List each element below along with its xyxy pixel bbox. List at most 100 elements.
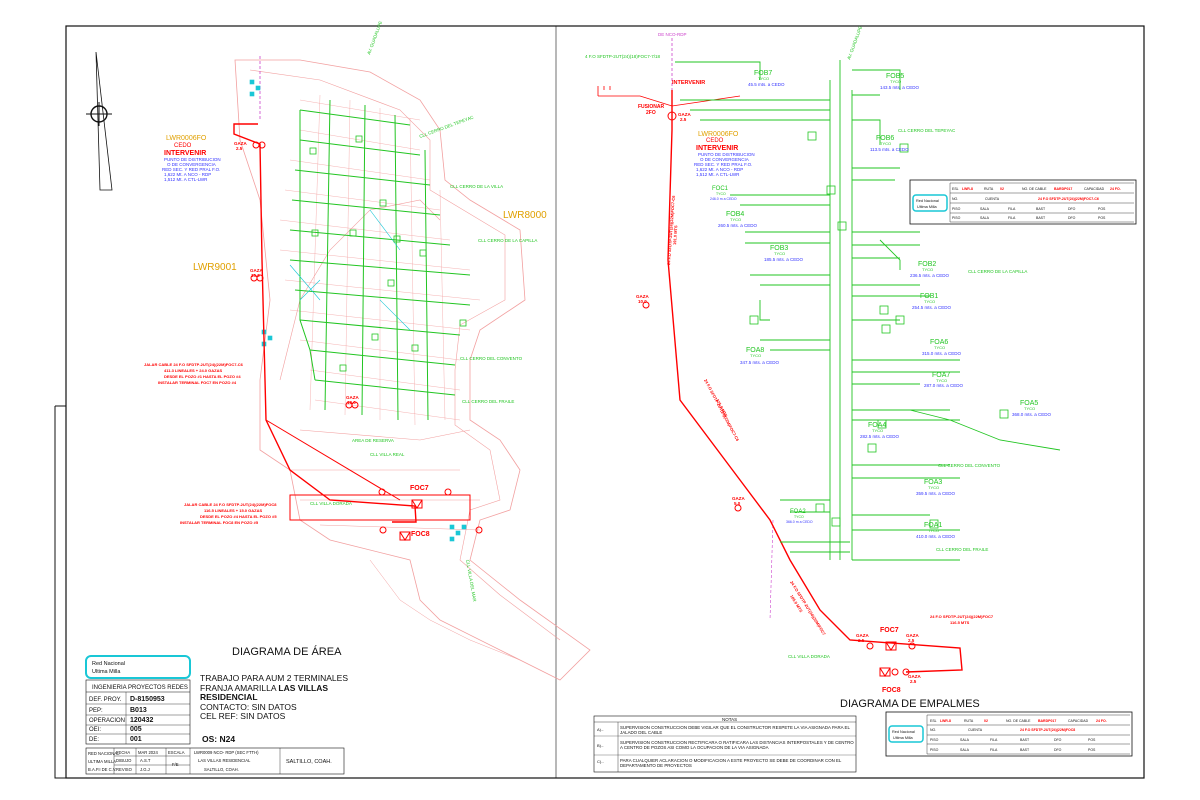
svg-text:24 F.O SFDTP-2UT(24)(22M)FOC7-: 24 F.O SFDTP-2UT(24)(22M)FOC7-C6 xyxy=(1038,197,1099,201)
svg-text:Red Nacional: Red Nacional xyxy=(892,730,915,734)
punto-splice-text: PUNTO DE DISTRIBUCION O DE CONVERGENCIA … xyxy=(694,152,755,177)
svg-text:DIBUJO: DIBUJO xyxy=(116,758,132,763)
gaza-area-2: GAZA xyxy=(250,268,263,273)
svg-text:JALAR CABLE 24 F.O SFDTP-2UT(2: JALAR CABLE 24 F.O SFDTP-2UT(24)(22M)FOC… xyxy=(144,362,244,367)
note-foc8-area: JALAR CABLE 24 F.O SFDTP-2UT(24)(22M)FOC… xyxy=(180,502,277,525)
title-block: Red Nacional Ultima Milla INGENIERIA PRO… xyxy=(85,655,348,775)
svg-text:TYCO: TYCO xyxy=(794,515,804,519)
svg-text:RED SEC. Y RED PRAL F.O.: RED SEC. Y RED PRAL F.O. xyxy=(694,162,752,167)
svg-text:FOC1: FOC1 xyxy=(712,186,729,192)
fusionar-val: 2FO xyxy=(646,110,656,116)
svg-text:CLL CERRO DEL FRAILE: CLL CERRO DEL FRAILE xyxy=(936,547,988,552)
svg-text:CLL CERRO DEL FRAILE: CLL CERRO DEL FRAILE xyxy=(462,399,514,404)
svg-text:FOA5: FOA5 xyxy=(1020,400,1038,407)
svg-text:SALA: SALA xyxy=(980,216,990,220)
svg-text:CUENTA: CUENTA xyxy=(968,728,983,732)
svg-text:SALTILLO, COAH.: SALTILLO, COAH. xyxy=(286,759,332,765)
svg-text:GAZA: GAZA xyxy=(732,496,745,501)
svg-text:RED SEC. Y RED PRAL F.O.: RED SEC. Y RED PRAL F.O. xyxy=(162,167,220,172)
svg-text:TYCO: TYCO xyxy=(730,217,741,222)
svg-text:GAZA: GAZA xyxy=(856,633,869,638)
intervenir-splice-label-2: INTERVENIR xyxy=(696,145,738,152)
left-tab xyxy=(54,405,66,779)
svg-text:CAPACIDAD: CAPACIDAD xyxy=(1084,187,1105,191)
svg-text:TYCO: TYCO xyxy=(928,485,939,490)
svg-text:DFO: DFO xyxy=(1054,738,1062,742)
svg-text:CLL VILLA DEL MAR: CLL VILLA DEL MAR xyxy=(465,559,477,602)
svg-text:GAZA: GAZA xyxy=(906,633,919,638)
work-line-3: RESIDENCIAL xyxy=(200,692,258,702)
svg-text:CLL CERRO DE LA VILLA: CLL CERRO DE LA VILLA xyxy=(450,184,503,189)
note-a: SUPERVISION CONSTRUCCION DEBE VIGILAR QU… xyxy=(620,725,850,735)
svg-text:5.0: 5.0 xyxy=(734,501,741,506)
svg-text:INSTALAR TERMINAL FOC7 EN POZO: INSTALAR TERMINAL FOC7 EN POZO #4 xyxy=(158,380,237,385)
gaza-area-1: GAZA xyxy=(234,141,247,146)
svg-text:CLL CERRO DEL CONVENTO: CLL CERRO DEL CONVENTO xyxy=(460,356,523,361)
lwr0006-splice-label: LWR0006FO xyxy=(698,131,739,138)
svg-text:254.5 mts. a CEDO: 254.5 mts. a CEDO xyxy=(912,305,952,310)
cable-info-box-2: Red Nacional Ultima Milla ESL LWR-8 RUTA… xyxy=(885,711,1133,757)
svg-text:FOA1: FOA1 xyxy=(924,522,942,529)
svg-text:POS: POS xyxy=(1098,207,1106,211)
svg-text:F/E: F/E xyxy=(172,762,179,767)
svg-text:366.0 m a CEDO: 366.0 m a CEDO xyxy=(786,520,813,524)
svg-text:143.5 mts. a CEDO: 143.5 mts. a CEDO xyxy=(880,85,920,90)
svg-text:2.5: 2.5 xyxy=(680,117,687,122)
svg-text:ESL: ESL xyxy=(930,719,937,723)
svg-text:2.5: 2.5 xyxy=(910,679,917,684)
svg-text:TYCO: TYCO xyxy=(758,76,769,81)
svg-text:FILA: FILA xyxy=(990,738,998,742)
svg-text:LWR-8: LWR-8 xyxy=(962,187,973,191)
svg-text:24 FO.: 24 FO. xyxy=(1096,719,1107,723)
foc7-splice-label: FOC7 xyxy=(880,627,899,634)
svg-text:LWR-8: LWR-8 xyxy=(940,719,951,723)
svg-text:347.5 mts. a CEDO: 347.5 mts. a CEDO xyxy=(740,360,780,365)
svg-text:FOA7: FOA7 xyxy=(932,372,950,379)
svg-text:B013: B013 xyxy=(130,707,147,714)
svg-text:CLL CERRO DEL TEPEYAC: CLL CERRO DEL TEPEYAC xyxy=(419,114,475,139)
svg-text:O DE CONVERGENCIA: O DE CONVERGENCIA xyxy=(167,162,216,167)
svg-text:OPERACION: OPERACION xyxy=(89,718,125,724)
svg-text:CAPACIDAD: CAPACIDAD xyxy=(1068,719,1089,723)
sheet-border xyxy=(65,25,1145,779)
intervenir-splice-label: INTERVENIR xyxy=(672,80,705,86)
svg-text:368.0 mts. a CEDO: 368.0 mts. a CEDO xyxy=(1012,412,1052,417)
info-logo xyxy=(912,194,948,212)
title-logo xyxy=(85,655,191,679)
svg-text:D-8150953: D-8150953 xyxy=(130,696,165,703)
svg-text:24 F.O SFDTP-2UT(24)(22M)FOC8: 24 F.O SFDTP-2UT(24)(22M)FOC8 xyxy=(1020,728,1075,732)
splice-diagram: DE NCO-RDP xyxy=(585,25,1061,710)
trunk-cable-len: 191.0 MTS xyxy=(672,225,678,245)
svg-text:RED NACIONAL: RED NACIONAL xyxy=(88,751,120,756)
svg-text:DESDE EL POZO #4 HASTA EL POZO: DESDE EL POZO #4 HASTA EL POZO #5 xyxy=(200,514,277,519)
cel-ref: CEL REF: SIN DATOS xyxy=(200,711,286,721)
svg-text:JALAR CABLE 24 F.O SFDTP-2UT(2: JALAR CABLE 24 F.O SFDTP-2UT(24)(22M)FOC… xyxy=(184,502,277,507)
svg-text:TYCO: TYCO xyxy=(774,251,785,256)
svg-text:PISO: PISO xyxy=(952,207,961,211)
svg-text:B).-: B).- xyxy=(597,743,604,748)
svg-text:C).-: C).- xyxy=(597,759,604,764)
svg-text:NO. DE CABLE: NO. DE CABLE xyxy=(1022,187,1047,191)
svg-text:FOB5: FOB5 xyxy=(886,73,904,80)
svg-text:TYCO: TYCO xyxy=(880,141,891,146)
svg-text:DE:: DE: xyxy=(89,737,99,743)
lwr9001-label: LWR9001 xyxy=(193,262,237,273)
svg-text:DFO: DFO xyxy=(1068,207,1076,211)
svg-text:CUENTA: CUENTA xyxy=(985,197,1000,201)
svg-text:BAST: BAST xyxy=(1036,216,1046,220)
cedo-label: CEDO xyxy=(174,143,192,149)
svg-text:BAST: BAST xyxy=(1020,748,1030,752)
br-cable-len: 116.5 MTS xyxy=(950,620,970,625)
svg-text:TYCO: TYCO xyxy=(934,345,945,350)
os-number: OS: N24 xyxy=(202,734,235,744)
